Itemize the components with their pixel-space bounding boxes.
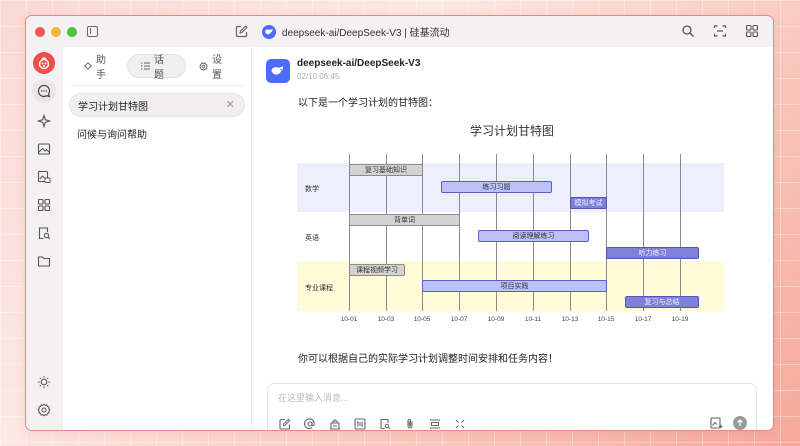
- gantt-bar: 阅读理解练习: [478, 230, 589, 242]
- gantt-bar: 复习与总结: [625, 296, 699, 308]
- expand-icon[interactable]: [453, 417, 467, 430]
- grid-line: [386, 154, 387, 311]
- close-icon[interactable]: ✕: [225, 99, 235, 111]
- web-search-icon[interactable]: [353, 417, 367, 430]
- tab-assistant[interactable]: 助手: [71, 54, 127, 81]
- image-icon[interactable]: [34, 139, 54, 159]
- x-tick: 10-13: [561, 316, 579, 323]
- attachment-icon[interactable]: [403, 417, 417, 430]
- message-sender: deepseek-ai/DeepSeek-V3: [297, 58, 421, 69]
- diamond-icon: [84, 62, 92, 70]
- topic-item-label: 问候与询问帮助: [77, 129, 147, 141]
- mention-at-icon[interactable]: [303, 417, 317, 430]
- image-upload-icon[interactable]: [710, 416, 723, 430]
- gantt-bar: 复习基础知识: [349, 164, 423, 176]
- arrow-up-icon: [737, 419, 743, 426]
- x-tick: 10-03: [377, 316, 395, 323]
- topic-item[interactable]: 问候与询问帮助: [69, 121, 245, 145]
- gantt-bar: 模拟考试: [570, 197, 607, 209]
- theme-sun-icon[interactable]: [34, 372, 54, 392]
- gantt-bar: 背单词: [349, 214, 460, 226]
- new-topic-icon[interactable]: [278, 417, 292, 430]
- x-tick: 10-11: [524, 316, 542, 323]
- gantt-bar: 项目实践: [422, 280, 607, 292]
- x-tick: 10-05: [413, 316, 431, 323]
- grid-line: [349, 154, 350, 311]
- chat-icon[interactable]: [32, 79, 56, 103]
- image-translate-icon[interactable]: [34, 167, 54, 187]
- fullscreen-icon[interactable]: [713, 24, 727, 38]
- knowledge-base-icon[interactable]: [328, 417, 342, 430]
- topics-panel: 助手 话题 设置 学习计划甘特图 ✕ 问候与询问帮助: [63, 47, 252, 430]
- tab-settings[interactable]: 设置: [186, 54, 243, 81]
- message-input[interactable]: [278, 390, 738, 406]
- sparkle-icon[interactable]: [34, 111, 54, 131]
- x-tick: 10-19: [671, 316, 689, 323]
- apps-icon[interactable]: [34, 195, 54, 215]
- section-label-math: 数学: [305, 186, 319, 193]
- settings-gear-icon[interactable]: [34, 400, 54, 420]
- grid-icon[interactable]: [745, 24, 759, 38]
- tabs-divider: [71, 85, 243, 86]
- gantt-bar: 练习习题: [441, 181, 552, 193]
- clear-context-icon[interactable]: [428, 417, 442, 430]
- new-topic-edit-icon[interactable]: [235, 25, 248, 38]
- grid-line: [422, 154, 423, 311]
- grid-line: [680, 154, 681, 311]
- gear-icon: [199, 61, 208, 71]
- message-intro-text: 以下是一个学习计划的甘特图：: [298, 98, 438, 109]
- doc-search-icon[interactable]: [34, 223, 54, 243]
- composer-toolbar: [278, 417, 467, 430]
- panel-tabs: 助手 话题 设置: [71, 54, 243, 81]
- app-logo-icon[interactable]: [33, 52, 55, 74]
- section-label-major: 专业课程: [305, 285, 333, 292]
- chart-title: 学习计划甘特图: [469, 124, 554, 138]
- app-window: deepseek-ai/DeepSeek-V3 | 硅基流动: [25, 15, 774, 431]
- tab-assistant-label: 助手: [96, 55, 106, 81]
- x-tick: 10-07: [450, 316, 468, 323]
- gantt-bar: 课程视频学习: [349, 264, 405, 276]
- folder-icon[interactable]: [34, 251, 54, 271]
- icon-rail: [26, 47, 63, 430]
- tab-topics[interactable]: 话题: [127, 54, 187, 81]
- gantt-chart: 学习计划甘特图 数学 英语 专业课程 复习基础知识 练习习题 模拟考试 背单词: [297, 117, 727, 332]
- gantt-bar: 听力练习: [606, 247, 699, 259]
- grid-line: [459, 154, 460, 311]
- x-tick: 10-17: [634, 316, 652, 323]
- grid-line: [606, 154, 607, 311]
- topic-item-active[interactable]: 学习计划甘特图 ✕: [69, 93, 245, 117]
- message-timestamp: 02/10 06:45: [297, 72, 340, 81]
- topic-item-label: 学习计划甘特图: [78, 101, 148, 113]
- window-controls: [35, 26, 77, 37]
- titlebar-actions: [681, 24, 759, 38]
- section-label-english: 英语: [305, 235, 319, 242]
- grid-line: [643, 154, 644, 311]
- deepseek-avatar-icon: [266, 59, 290, 83]
- x-tick: 10-01: [340, 316, 358, 323]
- tab-topics-label: 话题: [154, 55, 165, 81]
- list-icon: [141, 62, 151, 70]
- close-window-button[interactable]: [35, 26, 45, 37]
- minimize-window-button[interactable]: [51, 26, 61, 37]
- x-tick: 10-09: [487, 316, 505, 323]
- titlebar: deepseek-ai/DeepSeek-V3 | 硅基流动: [26, 16, 773, 47]
- search-icon[interactable]: [681, 24, 695, 38]
- send-area: [710, 416, 747, 430]
- tab-settings-label: 设置: [212, 55, 223, 81]
- send-button[interactable]: [733, 416, 747, 430]
- doc-search-icon[interactable]: [378, 417, 392, 430]
- deepseek-logo-icon: [262, 24, 276, 39]
- maximize-window-button[interactable]: [67, 26, 77, 37]
- x-tick: 10-15: [597, 316, 615, 323]
- sidebar-toggle-icon[interactable]: [87, 26, 98, 37]
- window-title-text: deepseek-ai/DeepSeek-V3 | 硅基流动: [282, 28, 450, 39]
- message-composer: [267, 383, 757, 430]
- message-outro-text: 你可以根据自己的实际学习计划调整时间安排和任务内容！: [298, 354, 558, 365]
- chat-main: deepseek-ai/DeepSeek-V3 02/10 06:45 以下是一…: [253, 47, 773, 430]
- window-title: deepseek-ai/DeepSeek-V3 | 硅基流动: [262, 24, 450, 39]
